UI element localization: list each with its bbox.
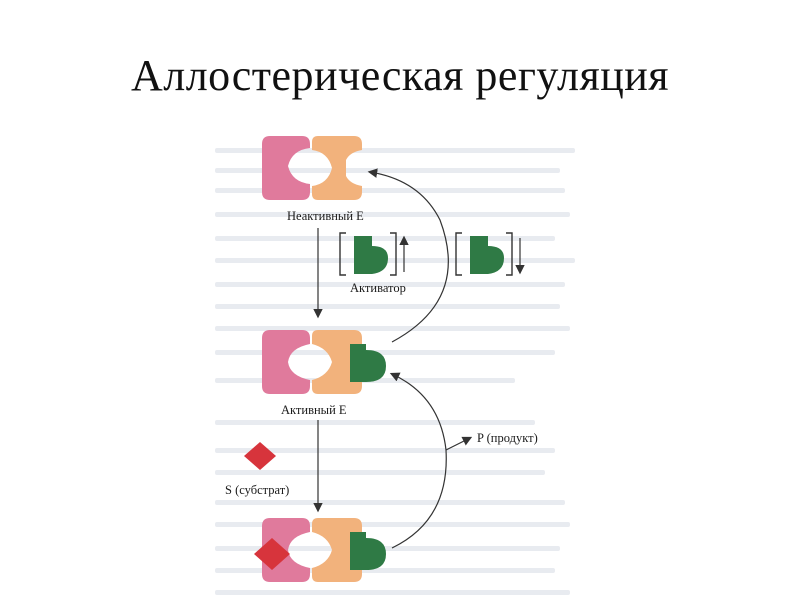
catalytic-subunit-orange: [312, 330, 362, 394]
feedback-arrow-top: [367, 168, 449, 343]
enzyme-substrate-complex: [254, 518, 386, 582]
page-title: Аллостерическая регуляция: [130, 51, 670, 100]
substrate-diamond: [244, 442, 276, 470]
activator-label: Активатор: [350, 281, 406, 295]
inactive-enzyme-label: Неактивный Е: [287, 209, 364, 223]
activator-shape-right: [470, 236, 504, 274]
activator-shape: [354, 236, 388, 274]
regulatory-subunit-pink: [262, 330, 310, 394]
substrate-label: S (субстрат): [225, 483, 289, 497]
activator-bracket-right: [455, 232, 525, 276]
active-enzyme-label: Активный Е: [281, 403, 347, 417]
product-label: P (продукт): [477, 431, 538, 445]
activator-bracket-left: [339, 232, 409, 276]
bound-activator: [350, 532, 386, 570]
bound-activator: [350, 344, 386, 382]
catalytic-subunit-orange: [312, 518, 362, 582]
product-arrow: [445, 436, 473, 451]
active-enzyme: [262, 330, 386, 394]
product-release-arrow: [389, 372, 447, 549]
bound-substrate: [254, 538, 290, 570]
